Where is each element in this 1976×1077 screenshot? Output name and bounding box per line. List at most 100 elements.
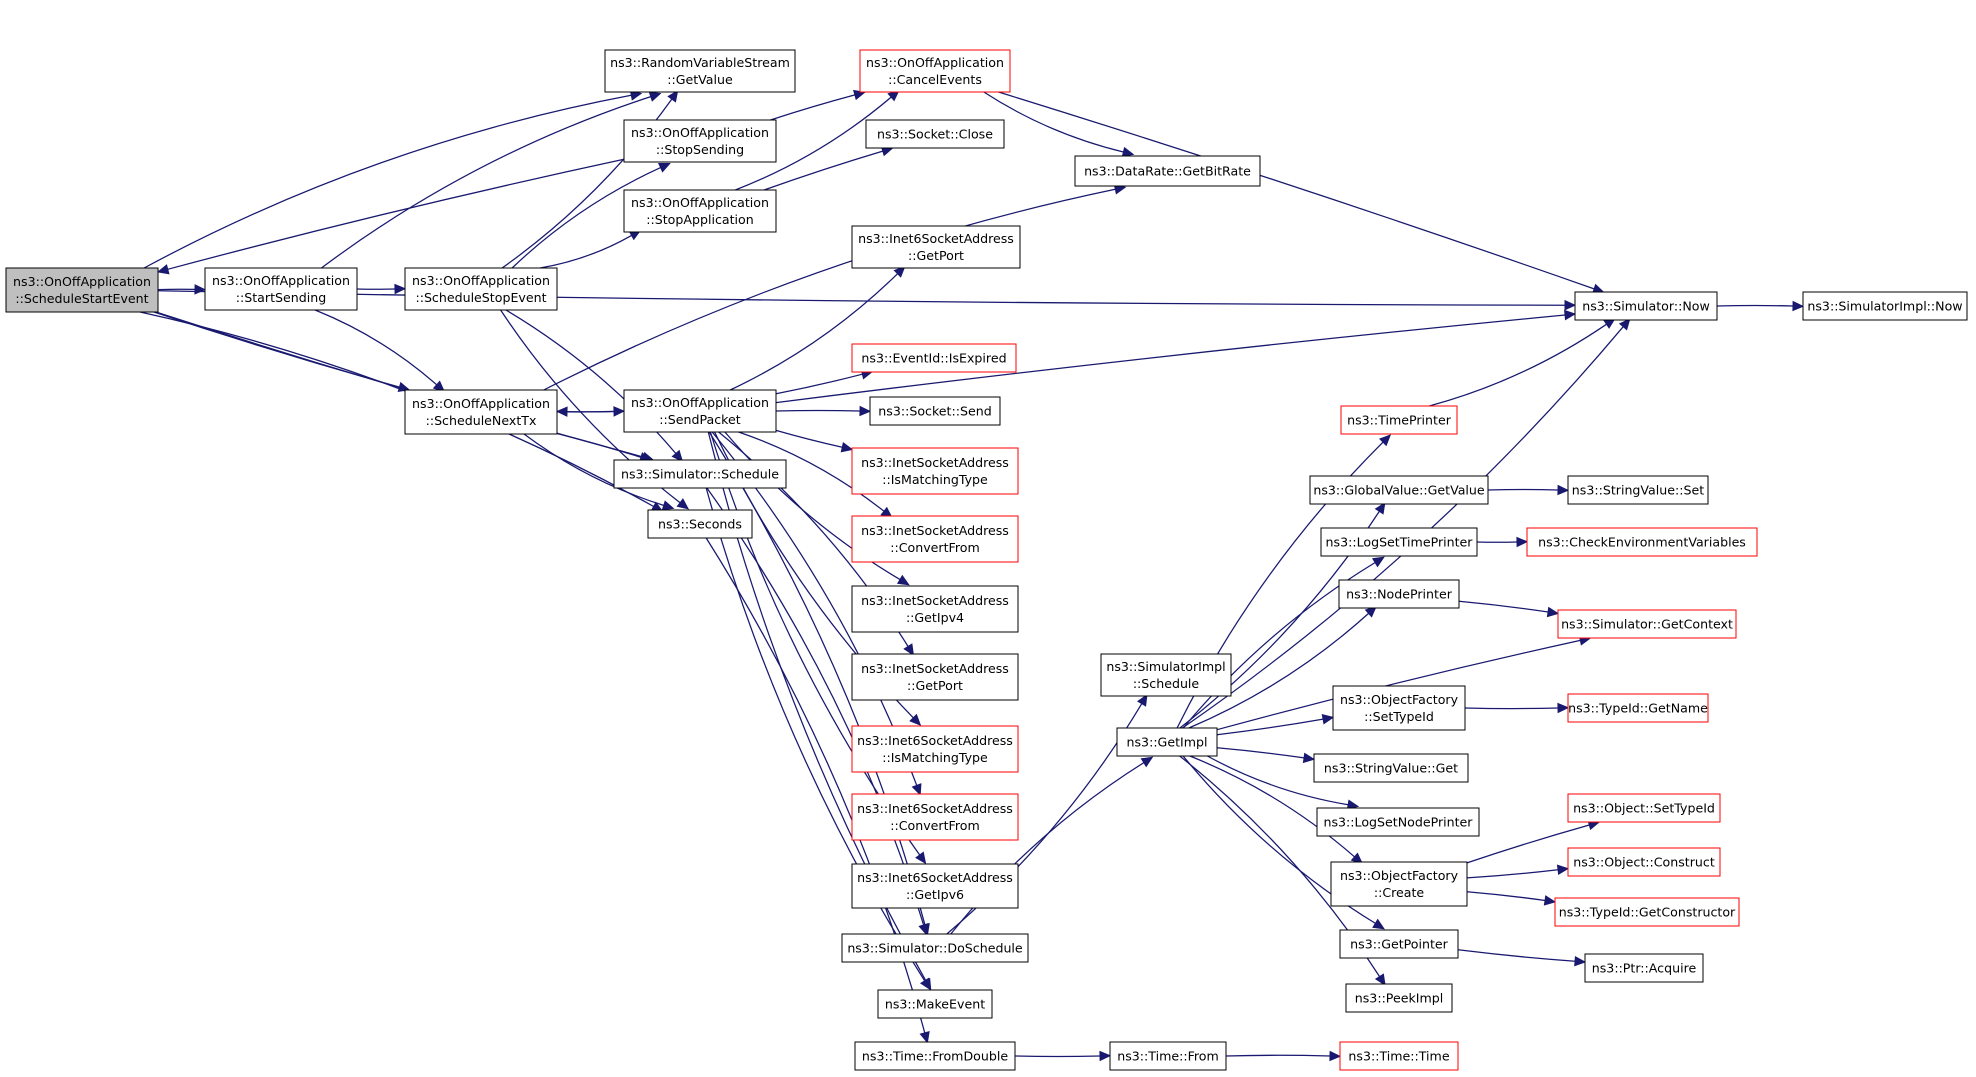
function-node-n32[interactable]: ns3::GetImpl — [1116, 727, 1218, 757]
arrowhead-icon — [911, 783, 922, 796]
call-edge-n15-n14 — [555, 406, 625, 417]
function-node-n37[interactable]: ns3::Inet6SocketAddress::ConvertFrom — [851, 793, 1019, 841]
node-label: ns3::StringValue::Get — [1324, 761, 1458, 776]
arrowhead-icon — [394, 283, 407, 295]
function-node-n10[interactable]: ns3::Inet6SocketAddress::GetPort — [851, 225, 1021, 269]
function-node-n16[interactable]: ns3::Socket::Send — [869, 396, 1001, 426]
arrowhead-icon — [1543, 895, 1557, 906]
call-edge-n9-n7 — [539, 229, 642, 269]
node-label: ns3::ObjectFactory — [1340, 868, 1459, 883]
edge-line — [1429, 323, 1607, 407]
edge-line — [1466, 869, 1559, 879]
node-box — [1332, 685, 1466, 731]
call-edge-n1-n11 — [157, 290, 1577, 311]
function-node-n17[interactable]: ns3::TimePrinter — [1340, 405, 1458, 435]
function-node-n6[interactable]: ns3::DataRate::GetBitRate — [1074, 155, 1261, 187]
arrowhead-icon — [1546, 606, 1560, 618]
function-node-n7[interactable]: ns3::OnOffApplication::StopApplication — [623, 189, 777, 233]
function-node-n29[interactable]: ns3::SimulatorImpl::Schedule — [1100, 653, 1232, 697]
function-node-n15[interactable]: ns3::OnOffApplication::SendPacket — [623, 389, 777, 433]
node-label: ns3::OnOffApplication — [631, 195, 769, 210]
node-label: ns3::OnOffApplication — [412, 396, 550, 411]
function-node-n25[interactable]: ns3::CheckEnvironmentVariables — [1526, 527, 1758, 557]
function-node-n44[interactable]: ns3::GetPointer — [1339, 929, 1459, 959]
function-node-n34[interactable]: ns3::Inet6SocketAddress::IsMatchingType — [851, 725, 1019, 773]
function-node-n45[interactable]: ns3::Ptr::Acquire — [1584, 953, 1704, 983]
function-node-n46[interactable]: ns3::MakeEvent — [877, 989, 993, 1019]
function-node-n20[interactable]: ns3::GlobalValue::GetValue — [1309, 475, 1489, 505]
function-node-n8[interactable]: ns3::OnOffApplication::StartSending — [204, 267, 358, 311]
function-node-n2[interactable]: ns3::RandomVariableStream::GetValue — [604, 49, 796, 93]
node-label: ns3::Inet6SocketAddress — [857, 870, 1013, 885]
node-box — [865, 119, 1005, 149]
function-node-n38[interactable]: ns3::LogSetNodePrinter — [1316, 807, 1480, 837]
function-node-n1[interactable]: ns3::OnOffApplication::ScheduleStartEven… — [5, 267, 159, 313]
function-node-n35[interactable]: ns3::StringValue::Get — [1313, 753, 1469, 783]
function-node-n41[interactable]: ns3::Inet6SocketAddress::GetIpv6 — [851, 863, 1019, 909]
function-node-n19[interactable]: ns3::InetSocketAddress::IsMatchingType — [851, 447, 1019, 495]
function-node-n9[interactable]: ns3::OnOffApplication::ScheduleStopEvent — [404, 267, 558, 311]
function-node-n26[interactable]: ns3::NodePrinter — [1338, 579, 1460, 609]
function-node-n47[interactable]: ns3::PeekImpl — [1345, 983, 1453, 1013]
function-node-n42[interactable]: ns3::TypeId::GetConstructor — [1554, 897, 1740, 927]
arrowhead-icon — [1374, 973, 1386, 987]
function-node-n24[interactable]: ns3::LogSetTimePrinter — [1320, 527, 1478, 557]
node-label: ::Schedule — [1133, 676, 1200, 691]
edge-line — [1216, 639, 1581, 731]
call-edge-n32-n31 — [1216, 714, 1335, 736]
function-node-n5[interactable]: ns3::Socket::Close — [865, 119, 1005, 149]
edge-line — [1458, 600, 1549, 613]
function-node-n11[interactable]: ns3::Simulator::Now — [1574, 291, 1718, 321]
function-node-n28[interactable]: ns3::Simulator::GetContext — [1557, 609, 1737, 639]
node-label: ns3::TypeId::GetConstructor — [1559, 905, 1736, 920]
call-edge-n14-n18 — [556, 432, 652, 463]
call-edge-n1-n8 — [157, 284, 207, 295]
function-node-n18[interactable]: ns3::Simulator::Schedule — [613, 459, 787, 489]
function-node-n43[interactable]: ns3::Simulator::DoSchedule — [841, 933, 1029, 963]
node-box — [851, 725, 1019, 773]
node-label: ::GetPort — [907, 678, 963, 693]
function-node-n40[interactable]: ns3::Object::Construct — [1567, 847, 1721, 877]
call-edge-n14-n22 — [523, 433, 675, 511]
node-box — [1340, 405, 1458, 435]
call-edge-n39-n40 — [1466, 864, 1570, 879]
arrowhead-icon — [919, 977, 931, 991]
function-node-n49[interactable]: ns3::Time::From — [1109, 1041, 1227, 1071]
edge-line — [1216, 747, 1305, 759]
node-label: ns3::LogSetNodePrinter — [1324, 815, 1474, 830]
function-node-n36[interactable]: ns3::Object::SetTypeId — [1567, 793, 1721, 823]
function-node-n4[interactable]: ns3::OnOffApplication::StopSending — [623, 119, 777, 163]
node-box — [851, 225, 1021, 269]
function-node-n33[interactable]: ns3::TypeId::GetName — [1567, 693, 1709, 723]
node-box — [1802, 291, 1968, 321]
node-label: ns3::Simulator::Now — [1582, 299, 1710, 314]
arrowhead-icon — [1557, 702, 1570, 714]
function-node-n21[interactable]: ns3::StringValue::Set — [1567, 475, 1709, 505]
call-edge-n9-n4 — [511, 163, 671, 269]
function-node-n13[interactable]: ns3::EventId::IsExpired — [851, 343, 1017, 373]
function-node-n31[interactable]: ns3::ObjectFactory::SetTypeId — [1332, 685, 1466, 731]
function-node-n3[interactable]: ns3::OnOffApplication::CancelEvents — [859, 49, 1011, 93]
node-box — [5, 267, 159, 313]
arrowhead-icon — [658, 163, 671, 173]
function-node-n12[interactable]: ns3::SimulatorImpl::Now — [1802, 291, 1968, 321]
node-label: ns3::TypeId::GetName — [1568, 701, 1708, 716]
function-node-n50[interactable]: ns3::Time::Time — [1339, 1041, 1459, 1071]
node-label: ns3::PeekImpl — [1355, 991, 1443, 1006]
function-node-n30[interactable]: ns3::InetSocketAddress::GetPort — [851, 653, 1019, 701]
function-node-n39[interactable]: ns3::ObjectFactory::Create — [1330, 861, 1468, 907]
function-node-n27[interactable]: ns3::InetSocketAddress::GetIpv4 — [851, 585, 1019, 633]
call-edge-n9-n18 — [505, 309, 684, 463]
node-label: ::GetPort — [908, 248, 964, 263]
function-node-n48[interactable]: ns3::Time::FromDouble — [854, 1041, 1016, 1071]
node-label: ::Create — [1374, 885, 1425, 900]
node-label: ns3::CheckEnvironmentVariables — [1538, 535, 1746, 550]
function-node-n23[interactable]: ns3::InetSocketAddress::ConvertFrom — [851, 515, 1019, 563]
function-node-n14[interactable]: ns3::OnOffApplication::ScheduleNextTx — [404, 389, 558, 435]
node-box — [851, 653, 1019, 701]
arrowhead-icon — [1121, 146, 1135, 158]
function-node-n22[interactable]: ns3::Seconds — [647, 509, 753, 539]
arrowhead-icon — [194, 284, 207, 295]
node-label: ns3::OnOffApplication — [412, 273, 550, 288]
node-label: ns3::Simulator::Schedule — [621, 467, 779, 482]
